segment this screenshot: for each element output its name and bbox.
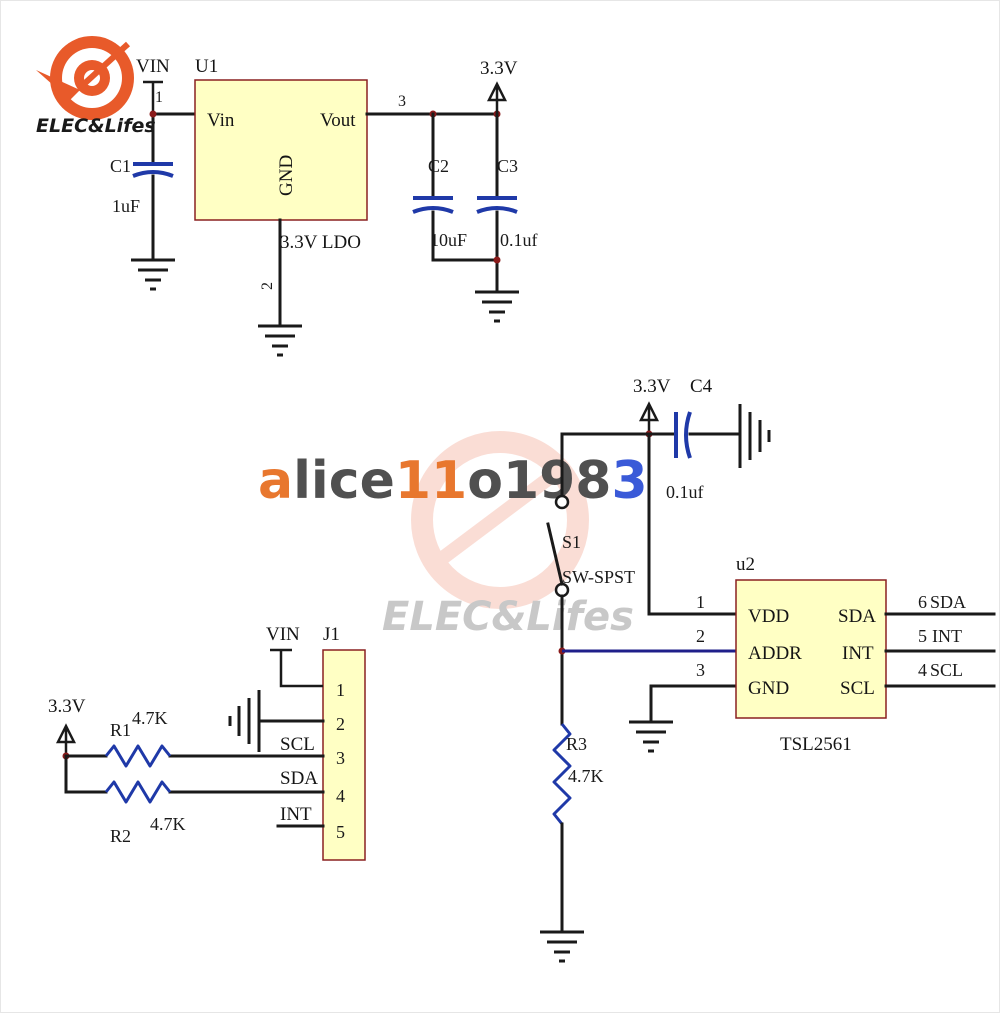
- r2-ref: R2: [110, 826, 131, 846]
- j1-pin4: 4: [336, 786, 345, 806]
- r2-resistor: [104, 780, 172, 804]
- u2-int-pin: INT: [842, 643, 874, 664]
- c4-value: 0.1uf: [666, 482, 704, 502]
- r3-value: 4.7K: [568, 766, 604, 786]
- c1-capacitor: [132, 162, 174, 178]
- j1-pin3: 3: [336, 748, 345, 768]
- logo-text: ELEC&Lifes: [36, 115, 156, 137]
- c3-capacitor: [476, 196, 518, 214]
- v33-label-top: 3.3V: [480, 58, 518, 79]
- u2-addr-pin: ADDR: [748, 643, 802, 664]
- u1-pin3-num: 3: [398, 93, 406, 110]
- c4-capacitor: [674, 411, 692, 459]
- u2-scl-pin: SCL: [840, 678, 875, 699]
- u2-sda-net: SDA: [930, 592, 966, 612]
- c2-capacitor: [412, 196, 454, 214]
- junction-dot: [149, 110, 157, 118]
- watermark: [411, 431, 589, 609]
- junction-dot: [493, 256, 501, 264]
- u2-pin6-num: 6: [918, 592, 927, 612]
- r3-ground-icon: [540, 930, 584, 963]
- j1-pin5: 5: [336, 822, 345, 842]
- brand-logo-icon: [36, 36, 134, 120]
- v33-label-mid: 3.3V: [633, 376, 671, 397]
- watermark-arrow-icon: [435, 464, 565, 566]
- u2-ground-icon: [629, 720, 673, 753]
- s1-ref: S1: [562, 532, 581, 552]
- c2-ref: C2: [428, 156, 449, 176]
- r1-resistor: [104, 744, 172, 768]
- u1-name: 3.3V LDO: [280, 232, 361, 253]
- u2-pin1-num: 1: [696, 592, 705, 612]
- c3-ref: C3: [497, 156, 518, 176]
- u1-pin1-num: 1: [155, 89, 163, 106]
- u1-ref: U1: [195, 56, 218, 77]
- v33-label-left: 3.3V: [48, 696, 86, 717]
- c1-value: 1uF: [112, 196, 140, 216]
- u2-tsl2561-body: [735, 579, 887, 719]
- u2-pin3-num: 3: [696, 660, 705, 680]
- r1-ref: R1: [110, 720, 131, 740]
- v33-power-symbol-top: [486, 81, 508, 114]
- u2-pin2-num: 2: [696, 626, 705, 646]
- j1-connector-body: [322, 649, 366, 861]
- u2-gnd-pin: GND: [748, 678, 789, 699]
- j1-int-label: INT: [280, 804, 312, 825]
- watermark-brand: ELEC&Lifes: [382, 594, 634, 640]
- u2-ref: u2: [736, 554, 755, 575]
- c4-ground-icon: [738, 404, 771, 468]
- s1-contact-top: [554, 494, 570, 510]
- v33-power-symbol-left: [55, 723, 77, 756]
- u1-gnd-pin: GND: [276, 155, 297, 196]
- j1-sda-label: SDA: [280, 768, 318, 789]
- j1-pin1: 1: [336, 680, 345, 700]
- j1-pin2: 2: [336, 714, 345, 734]
- r3-resistor: [552, 723, 572, 825]
- r1-value: 4.7K: [132, 708, 168, 728]
- c1-ref: C1: [110, 156, 131, 176]
- j1-ground-icon: [228, 690, 261, 752]
- s1-type: SW-SPST: [562, 567, 635, 587]
- c1-ground-icon: [131, 258, 175, 291]
- u1-pin2-num: 2: [259, 282, 276, 290]
- u2-scl-net: SCL: [930, 660, 963, 680]
- u1-ground-icon: [258, 324, 302, 357]
- watermark-ring-icon: [411, 431, 589, 609]
- u2-sda-pin: SDA: [838, 606, 876, 627]
- u2-name: TSL2561: [780, 734, 852, 755]
- j1-vin-label: VIN: [266, 624, 300, 645]
- v33-power-symbol-mid: [638, 401, 660, 434]
- u2-int-net: INT: [932, 626, 962, 646]
- j1-vin-symbol: [270, 648, 323, 688]
- u1-vin-pin: Vin: [207, 110, 235, 131]
- watermark-text: alice11o1983: [258, 451, 648, 511]
- c3-value: 0.1uf: [500, 230, 538, 250]
- r2-value: 4.7K: [150, 814, 186, 834]
- s1-switch-lever: [546, 522, 564, 586]
- u2-pin4-num: 4: [918, 660, 927, 680]
- r3-ref: R3: [566, 734, 587, 754]
- c3-ground-icon: [475, 290, 519, 323]
- c2-value: 10uF: [430, 230, 467, 250]
- c4-ref: C4: [690, 376, 713, 397]
- j1-scl-label: SCL: [280, 734, 315, 755]
- vin-power-symbol: [143, 80, 163, 114]
- u2-pin5-num: 5: [918, 626, 927, 646]
- vin-label: VIN: [136, 56, 170, 77]
- u2-vdd-pin: VDD: [748, 606, 789, 627]
- u1-ldo-body: [194, 79, 368, 221]
- j1-ref: J1: [323, 624, 340, 645]
- u1-vout-pin: Vout: [320, 110, 356, 131]
